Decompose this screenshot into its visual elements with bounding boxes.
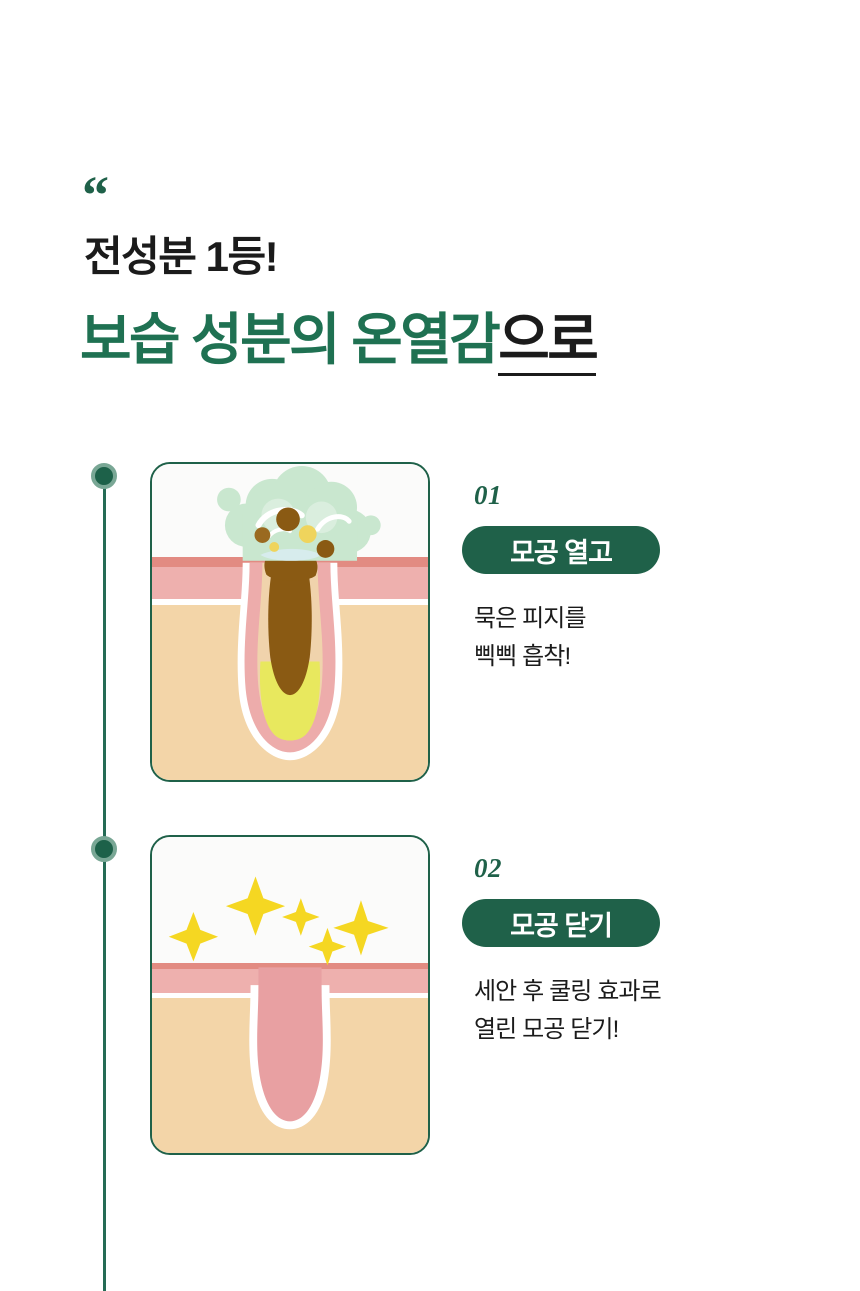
sparkle-1 (168, 912, 219, 962)
dirt-particle-3 (316, 540, 335, 558)
step-1-number: 01 (474, 480, 502, 510)
sebum-brown-plug (268, 558, 312, 696)
sparkle-2 (225, 876, 286, 936)
dirt-particle-2 (254, 527, 271, 543)
foam-bubble-left (217, 487, 241, 512)
closed-pore-illustration (168, 876, 389, 1130)
sparkle-3 (282, 898, 320, 936)
timeline-line (103, 476, 106, 1291)
timeline-dot-step-2 (91, 836, 117, 862)
open-pore-illustration (217, 465, 381, 761)
step-1-description: 묵은 피지를 삑삑 흡착! (474, 605, 587, 671)
sparkle-5 (308, 927, 347, 966)
step-2-number: 02 (474, 853, 502, 883)
foam-bubble-right (360, 515, 381, 536)
pore-funnel (257, 985, 323, 1122)
step-1-illustration-card (150, 462, 430, 782)
step-2-description: 세안 후 쿨링 효과로 열린 모공 닫기! (474, 978, 662, 1044)
sebum-yellow-pool (259, 661, 321, 741)
step-1-badge: 모공 열고 (462, 526, 660, 574)
dirt-particle-5 (269, 542, 280, 552)
sparkle-group (168, 876, 389, 966)
dirt-particle-1 (276, 507, 300, 532)
eyebrow-headline: 전성분 1등! (84, 233, 279, 280)
page-title: 보습 성분의 온열감으로 (80, 306, 599, 376)
step-2-illustration-card (150, 835, 430, 1155)
pore-neck (258, 967, 322, 995)
step-2-skin-top-stripe (152, 963, 428, 969)
step-2-badge: 모공 닫기 (462, 899, 660, 947)
quote-mark-icon: “ (82, 165, 109, 225)
page-title-green-part: 보습 성분의 온열감 (80, 308, 501, 371)
dirt-particle-4 (298, 525, 317, 543)
water-wash (260, 548, 322, 561)
timeline-dot-step-1 (91, 463, 117, 489)
page-title-dark-part: 으로 (498, 308, 599, 376)
sparkle-4 (333, 900, 389, 956)
